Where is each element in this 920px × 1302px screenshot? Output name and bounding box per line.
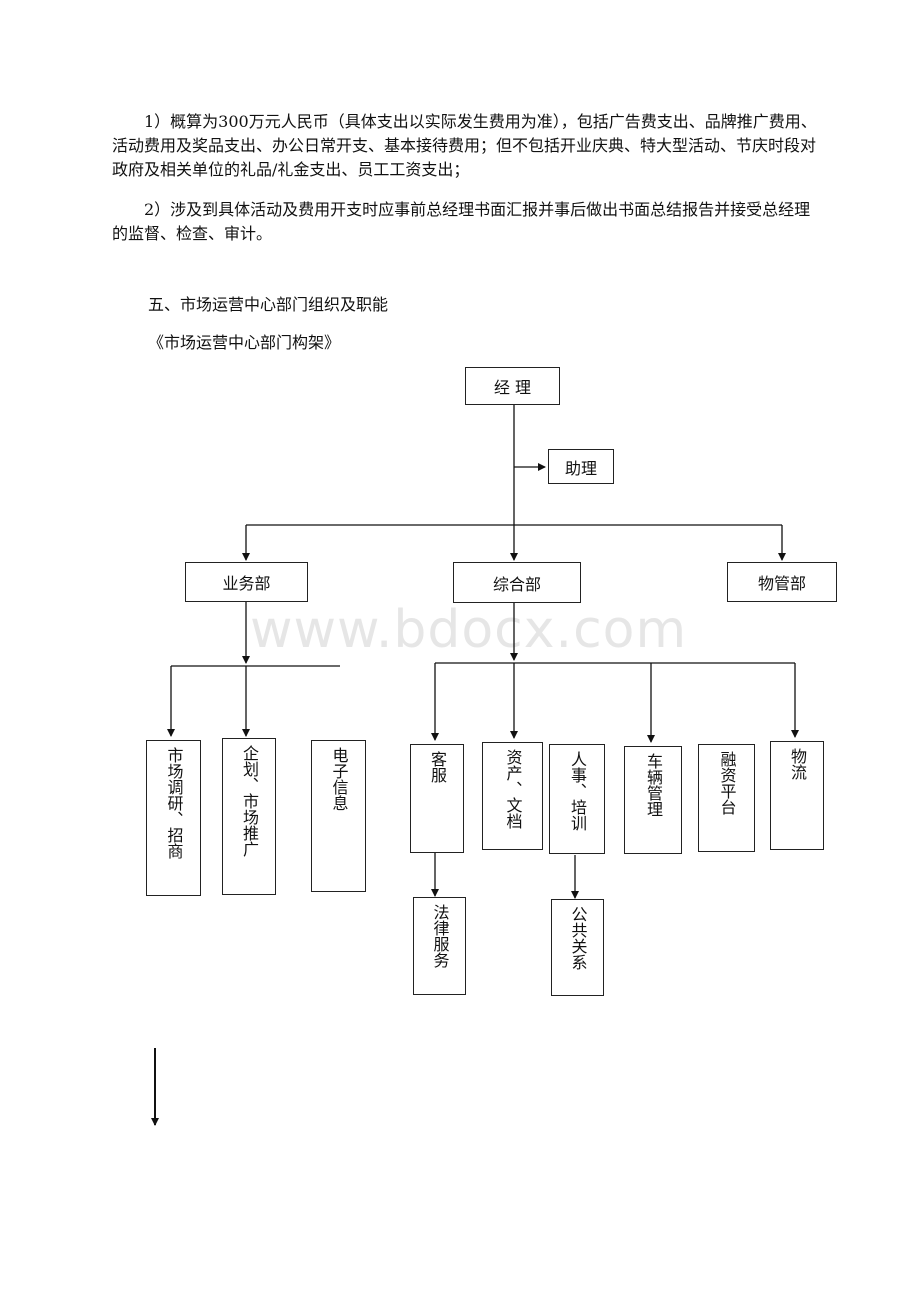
property-dept-label: 物管部 — [757, 574, 806, 593]
unit-legal-services-label: 法律服务 — [430, 904, 450, 968]
paragraph-budget: 1）概算为300万元人民币（具体支出以实际发生费用为准），包括广告费支出、品牌推… — [112, 112, 817, 179]
unit-public-relations: 公共关系 — [551, 899, 604, 996]
unit-hr-training-label: 人事、培训 — [568, 751, 587, 831]
unit-ecommerce-label: 电子信息 — [329, 747, 349, 811]
unit-logistics-label: 物流 — [788, 748, 807, 780]
unit-hr-training: 人事、培训 — [549, 744, 605, 854]
unit-planning-promotion: 企划、市场推广 — [222, 738, 276, 895]
unit-market-research-label: 市场调研、招商 — [164, 747, 184, 859]
unit-customer-service: 客服 — [410, 744, 464, 853]
unit-legal-services: 法律服务 — [413, 897, 466, 995]
unit-public-relations-label: 公共关系 — [568, 906, 588, 970]
watermark: www.bdocx.com — [250, 600, 688, 660]
section-heading: 五、市场运营中心部门组织及职能 — [148, 295, 389, 314]
unit-market-research: 市场调研、招商 — [146, 740, 201, 896]
unit-ecommerce: 电子信息 — [311, 740, 366, 892]
chart-caption: 《市场运营中心部门构架》 — [148, 333, 341, 352]
unit-assets-docs: 资产、文档 — [482, 742, 543, 850]
assistant-label: 助理 — [564, 458, 597, 478]
business-dept-box: 业务部 — [185, 562, 308, 602]
unit-customer-service-label: 客服 — [428, 751, 447, 783]
manager-label: 经 理 — [493, 378, 532, 397]
assistant-box: 助理 — [548, 449, 614, 484]
unit-logistics: 物流 — [770, 741, 824, 850]
unit-vehicle-management: 车辆管理 — [624, 746, 682, 854]
unit-assets-docs-label: 资产、文档 — [503, 749, 523, 829]
business-dept-label: 业务部 — [222, 574, 271, 593]
manager-box: 经 理 — [465, 367, 560, 405]
unit-financing-platform-label: 融资平台 — [717, 751, 737, 815]
general-dept-label: 综合部 — [492, 574, 541, 594]
paragraph-approval: 2）涉及到具体活动及费用开支时应事前总经理书面汇报并事后做出书面总结报告并接受总… — [112, 200, 811, 243]
property-dept-box: 物管部 — [727, 562, 837, 602]
general-dept-box: 综合部 — [453, 562, 581, 603]
unit-vehicle-management-label: 车辆管理 — [644, 753, 663, 817]
unit-financing-platform: 融资平台 — [698, 744, 755, 852]
unit-planning-promotion-label: 企划、市场推广 — [240, 745, 259, 857]
